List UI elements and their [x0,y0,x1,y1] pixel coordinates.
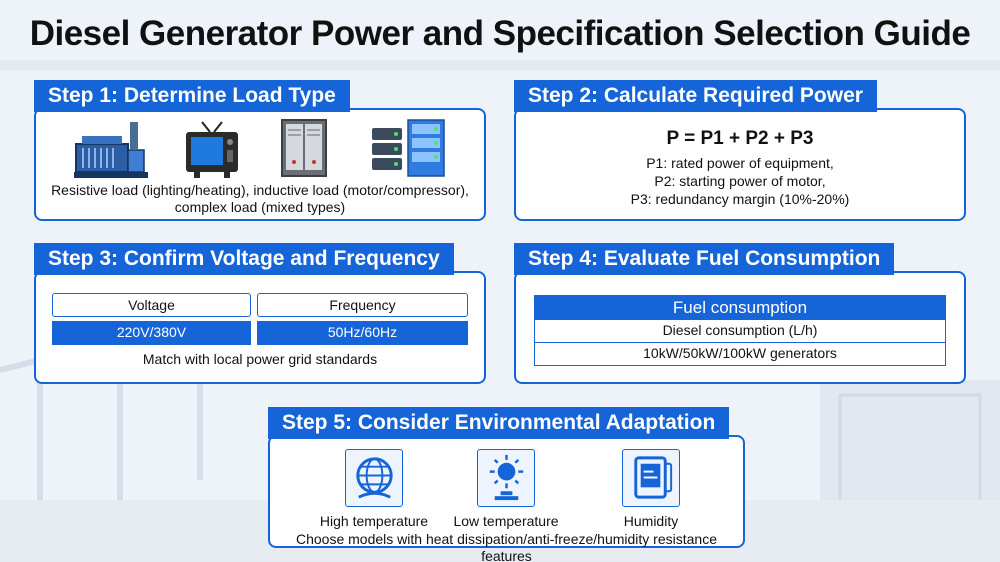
cabinet-icon [281,119,327,177]
definition-p1: P1: rated power of equipment, [646,155,834,171]
step-5-body: High temperature Low temperature [268,435,745,562]
definition-p2: P2: starting power of motor, [654,173,826,189]
generator-icon [74,122,148,178]
load-type-line-1: Resistive load (lighting/heating), induc… [51,182,469,198]
step-3-body: Voltage Frequency 220V/380V 50Hz/60Hz Ma… [34,271,486,384]
step-5-card: High temperature Low temperature [268,407,745,562]
television-icon [186,121,238,178]
env-adaptation-description: Choose models with heat dissipation/anti… [296,531,717,562]
env-label: Low temperature [453,513,559,529]
load-type-icons [36,118,484,182]
power-formula: P = P1 + P2 + P3 [666,128,814,149]
page-title: Diesel Generator Power and Specification… [29,14,971,53]
env-item-humidity: Humidity [591,449,711,529]
env-label: Humidity [623,513,679,529]
step-2-body: P = P1 + P2 + P3 P1: rated power of equi… [514,108,966,221]
voltage-value: 220V/380V [52,321,251,345]
globe-heat-icon [355,457,393,499]
env-item-high-temperature: High temperature [314,449,434,529]
env-item-low-temperature: Low temperature [446,449,566,529]
frequency-value: 50Hz/60Hz [257,321,468,345]
fuel-table-row: 10kW/50kW/100kW generators [534,343,946,366]
fuel-table-header: Fuel consumption [534,295,946,320]
step-4-header: Step 4: Evaluate Fuel Consumption [514,243,895,275]
step-1-body: Resistive load (lighting/heating), induc… [34,108,486,221]
step-1-card: Resistive load (lighting/heating), induc… [34,80,486,221]
fuel-table-row: Diesel consumption (L/h) [534,320,946,343]
env-label: High temperature [319,513,429,529]
step-4-body: Fuel consumption Diesel consumption (L/h… [514,271,966,384]
load-type-line-2: complex load (mixed types) [174,199,346,215]
tablet-device-icon [633,456,672,499]
step-3-card: Voltage Frequency 220V/380V 50Hz/60Hz Ma… [34,243,486,384]
grid-standards-note: Match with local power grid standards [142,351,378,367]
fuel-consumption-table: Fuel consumption Diesel consumption (L/h… [534,295,946,366]
load-type-description: Resistive load (lighting/heating), induc… [36,182,484,216]
step-5-header: Step 5: Consider Environmental Adaptatio… [268,407,730,439]
step-2-card: P = P1 + P2 + P3 P1: rated power of equi… [514,80,966,221]
step-3-header: Step 3: Confirm Voltage and Frequency [34,243,454,275]
step-4-card: Fuel consumption Diesel consumption (L/h… [514,243,966,384]
formula-definitions: P1: rated power of equipment, P2: starti… [516,154,964,208]
sun-thermometer-icon [489,454,523,501]
frequency-label: Frequency [257,293,468,317]
definition-p3: P3: redundancy margin (10%-20%) [630,191,850,207]
voltage-label: Voltage [52,293,251,317]
step-1-header: Step 1: Determine Load Type [34,80,350,112]
step-2-header: Step 2: Calculate Required Power [514,80,877,112]
server-rack-icon [372,119,445,177]
